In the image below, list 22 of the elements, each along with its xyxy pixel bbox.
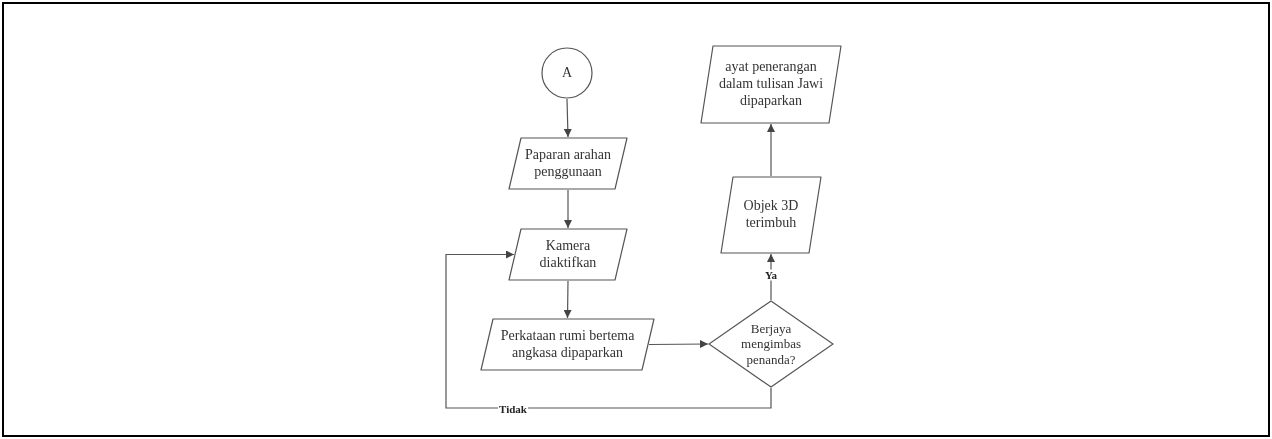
node-text: A bbox=[561, 64, 573, 82]
arrow bbox=[563, 280, 572, 319]
edge-label: Tidak bbox=[498, 403, 528, 415]
decision-diamond bbox=[708, 300, 834, 388]
arrow bbox=[563, 98, 572, 138]
arrow bbox=[445, 250, 772, 409]
input-output-parallelogram bbox=[508, 137, 628, 190]
node-text: Paparan arahan penggunaan bbox=[524, 146, 612, 181]
arrow bbox=[767, 123, 775, 177]
node-text: Berjaya mengimbas penanda? bbox=[740, 320, 802, 368]
input-output-parallelogram bbox=[480, 318, 655, 371]
input-output-parallelogram bbox=[720, 176, 822, 254]
node-text: ayat penerangan dalam tulisan Jawi dipaparkan bbox=[717, 59, 825, 110]
node-text: Kamera diaktifkan bbox=[538, 237, 598, 272]
input-output-parallelogram bbox=[508, 228, 628, 281]
node-text: Perkataan rumi bertema angkasa dipaparkan bbox=[499, 327, 636, 362]
input-output-parallelogram bbox=[700, 45, 842, 124]
edge-label: Ya bbox=[763, 269, 779, 281]
node-text: Objek 3D terimbuh bbox=[742, 198, 800, 232]
arrow bbox=[564, 189, 572, 229]
connector-circle bbox=[541, 47, 593, 99]
arrow bbox=[648, 340, 709, 349]
